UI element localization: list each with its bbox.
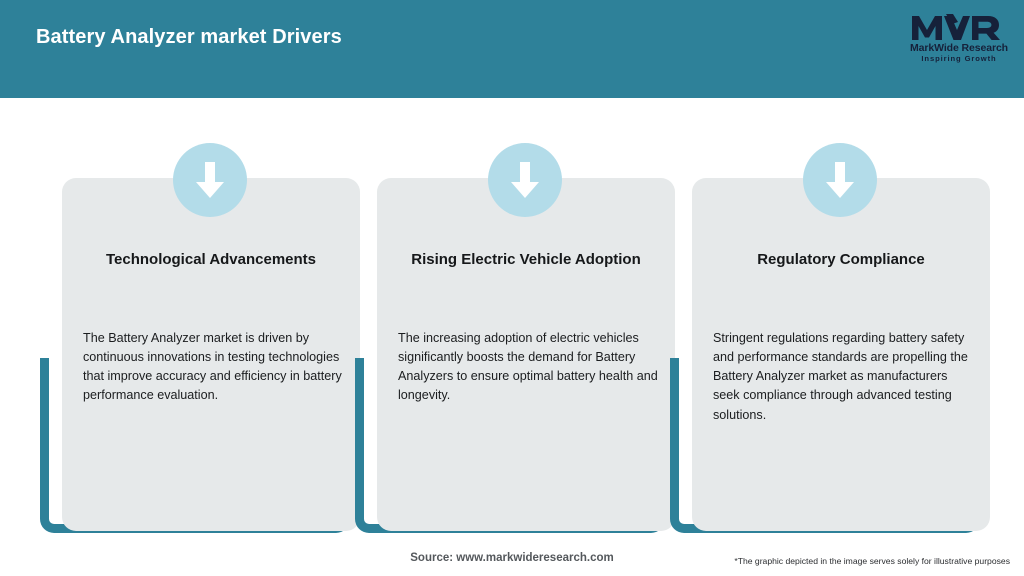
arrow-down-icon [173, 143, 247, 217]
card-panel: Technological Advancements The Battery A… [62, 143, 360, 531]
header-bar: Battery Analyzer market Drivers MarkWide… [0, 0, 1024, 98]
driver-card-3: Regulatory Compliance Stringent regulati… [670, 143, 990, 543]
arrow-down-icon [803, 143, 877, 217]
card-title: Rising Electric Vehicle Adoption [411, 251, 641, 268]
card-body-text: The Battery Analyzer market is driven by… [83, 331, 342, 403]
card-body-text: The increasing adoption of electric vehi… [398, 331, 658, 403]
card-panel: Rising Electric Vehicle Adoption The inc… [377, 143, 675, 531]
card-body-text: Stringent regulations regarding battery … [713, 331, 968, 422]
source-label: Source: www.markwideresearch.com [410, 552, 614, 564]
page-title: Battery Analyzer market Drivers [36, 26, 342, 48]
card-panel: Regulatory Compliance Stringent regulati… [692, 143, 990, 531]
card-title: Technological Advancements [105, 251, 317, 268]
arrow-down-icon [488, 143, 562, 217]
driver-card-1: Technological Advancements The Battery A… [40, 143, 360, 543]
driver-card-2: Rising Electric Vehicle Adoption The inc… [355, 143, 675, 543]
svg-text:Inspiring Growth: Inspiring Growth [921, 54, 996, 63]
svg-text:MarkWide Research: MarkWide Research [910, 42, 1008, 54]
markwide-research-logo: MarkWide Research Inspiring Growth [906, 8, 1012, 66]
disclaimer-label: *The graphic depicted in the image serve… [734, 556, 1010, 566]
card-title: Regulatory Compliance [757, 251, 925, 268]
